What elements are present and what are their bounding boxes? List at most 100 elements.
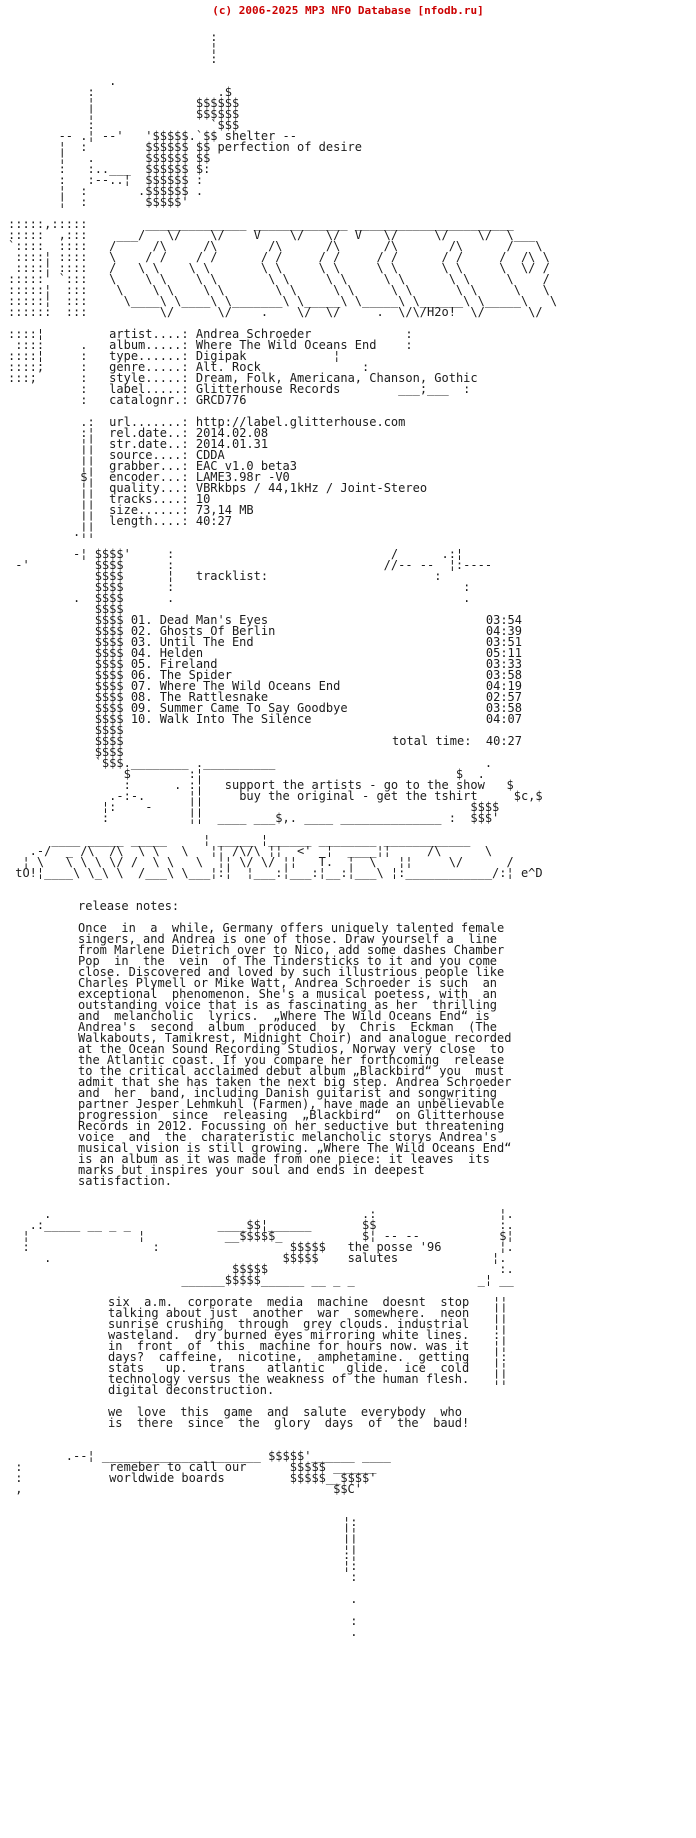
track-duration: 03:58	[485, 701, 522, 715]
info-value-grabber: EAC v1.0 beta3	[195, 459, 298, 473]
info-label: grabber...:	[109, 459, 196, 473]
ascii-gutter: $$$$	[8, 701, 131, 715]
ascii-gutter: :	[8, 393, 110, 407]
track-number: 08.	[130, 690, 153, 704]
ascii-gutter: $$$$	[8, 723, 124, 737]
info-row-length: ¦¦ length....: 40:27	[8, 514, 696, 528]
ascii-gutter: :	[8, 382, 110, 396]
remember-to-call-text: remeber to call our	[109, 1460, 247, 1474]
track-number: 02.	[130, 624, 153, 638]
release-notes-text: Once in a while, Germany offers uniquely…	[78, 921, 512, 1188]
ascii-gutter: :¦	[8, 426, 110, 440]
ascii-art-tracklist-after: $$$$ `$$$.________ .__________ . $ :¦ $ …	[94, 745, 493, 781]
info-label: genre.....:	[109, 360, 196, 374]
track-duration: 03:51	[485, 635, 522, 649]
info-row-grabber: ¦¦ grabber...: EAC v1.0 beta3	[8, 459, 696, 473]
ascii-gutter: .:	[8, 415, 110, 429]
ascii-gutter: $$$$	[8, 657, 131, 671]
info-row-artist: ::::¦ artist....: Andrea Schroeder :	[8, 327, 696, 341]
track-title: Helden	[159, 646, 204, 660]
release-info-block: ::::¦ artist....: Andrea Schroeder : :::…	[8, 327, 696, 407]
ascii-deco: : . :¦	[8, 778, 225, 792]
info-value-genre: Alt. Rock	[195, 360, 261, 374]
boards-footer: .--¦ ______________________ $$$$$'______…	[8, 1449, 696, 1495]
ascii-gutter: $$$$	[8, 668, 131, 682]
track-title: The Rattlesnake	[159, 690, 269, 704]
group-name: shelter --	[224, 129, 297, 143]
track-duration: 04:19	[485, 679, 522, 693]
info-label: artist....:	[109, 327, 196, 341]
track-duration: 05:11	[485, 646, 522, 660]
info-label: length....:	[109, 514, 196, 528]
info-label: quality...:	[109, 481, 196, 495]
track-number: 10.	[130, 712, 153, 726]
nfo-document: : ¦ : . : .$ ¦ $$$$$$ ¦ $$$$$$ :	[0, 16, 696, 1838]
info-row-size: ¦¦ size......: 73,14 MB	[8, 504, 696, 516]
track-duration: 04:39	[485, 624, 522, 638]
info-value-url: http://label.glitterhouse.com	[195, 415, 406, 429]
info-label: album.....:	[109, 338, 196, 352]
track-number: 09.	[130, 701, 153, 715]
track-title: Summer Came To Say Goodbye	[159, 701, 348, 715]
nfodb-copyright-link[interactable]: (c) 2006-2025 MP3 NFO Database [nfodb.ru…	[212, 4, 484, 17]
info-row-encoder: $¦ encoder...: LAME3.98r -V0	[8, 470, 696, 484]
track-duration: 02:57	[485, 690, 522, 704]
info-value-rel-date: 2014.02.08	[195, 426, 269, 440]
info-value-tracks: 10	[195, 492, 211, 506]
track-number: 01.	[130, 613, 153, 627]
ascii-art-footer-top: .--¦ ______________________ $$$$$'______…	[8, 1449, 391, 1463]
boards-row-2: : worldwide boards $$$$$__$$$$'	[8, 1471, 696, 1485]
posse-title-row: : : $$$$$ the posse '96 ¦.	[8, 1240, 696, 1254]
ascii-deco: :	[268, 569, 442, 583]
ascii-gutter: ¦¦	[8, 437, 110, 451]
ascii-art-posse-bottom: $$$$$ :. ______$$$$$______ __ _ _ _¦ __	[181, 1262, 514, 1287]
ascii-gutter: $$$$	[8, 646, 131, 660]
track-title: The Spider	[159, 668, 232, 682]
track-duration: 04:07	[485, 712, 522, 726]
ascii-gutter: $$$$	[8, 679, 131, 693]
release-info-block-2: .: url.......: http://label.glitterhouse…	[8, 415, 696, 539]
track-title: Fireland	[159, 657, 218, 671]
ascii-deco: $$$$$__$$$$'	[224, 1471, 377, 1485]
ascii-gutter: ¦¦	[8, 448, 110, 462]
tracklist-heading: tracklist:	[195, 569, 269, 583]
ascii-deco: ¦	[246, 349, 341, 363]
info-value-str-date: 2014.01.31	[195, 437, 269, 451]
ascii-gutter: $¦	[8, 470, 110, 484]
info-value-length: 40:27	[195, 514, 232, 528]
ascii-gutter: ::::¦	[8, 327, 110, 341]
tagline-row: ¦ : $$$$$$ $$ perfection of desire	[8, 141, 696, 153]
info-value-source: CDDA	[195, 448, 225, 462]
info-row-genre: ::::; : genre.....: Alt. Rock :	[8, 360, 696, 374]
group-name-row: -- .¦ --' '$$$$$.`$$ shelter --	[8, 129, 696, 143]
info-row-album: :::: . album.....: Where The Wild Oceans…	[8, 338, 696, 352]
posse-section: . .: ¦. .:_____ __ _ _ ____$$¦______ $$ …	[8, 1208, 696, 1429]
track-number: 07.	[130, 679, 153, 693]
info-value-style: Dream, Folk, Americana, Chanson, Gothic	[195, 371, 478, 385]
site-header: (c) 2006-2025 MP3 NFO Database [nfodb.ru…	[0, 0, 696, 16]
info-label: url.......:	[109, 415, 196, 429]
ascii-deco: . $$$$$	[8, 1251, 348, 1265]
track-number: 06.	[130, 668, 153, 682]
track-title: Dead Man's Eyes	[159, 613, 269, 627]
track-row: $$$$ 09. Summer Came To Say Goodbye 03:58	[8, 701, 522, 715]
ascii-art-tail: ¦: ¦¦ ¦¦ :¦ ¦: : . : .	[343, 1515, 358, 1639]
ascii-deco: -- .¦ --' '$$$$$.`$$	[8, 129, 225, 143]
track-duration: 03:33	[485, 657, 522, 671]
ascii-gutter: ¦¦ ¦¦ ¦¦ :¦ ¦¦ ¦: ¦¦ ¦¦	[493, 1295, 508, 1386]
posse-salutes: salutes	[347, 1251, 399, 1265]
info-row-url: .: url.......: http://label.glitterhouse…	[8, 415, 696, 429]
support-row-2: .-:-. ¦¦ buy the original - get the tshi…	[8, 790, 696, 802]
total-time-value: 40:27	[485, 734, 522, 748]
ascii-deco: : : $$$$$	[8, 1240, 348, 1254]
track-title: Walk Into The Silence	[159, 712, 312, 726]
info-label: catalognr.:	[109, 393, 196, 407]
ascii-gutter: $$$$	[8, 613, 131, 627]
ascii-deco: :	[8, 1460, 110, 1474]
ascii-deco: .¦¦	[8, 525, 95, 539]
release-notes-heading: release notes:	[78, 899, 180, 913]
